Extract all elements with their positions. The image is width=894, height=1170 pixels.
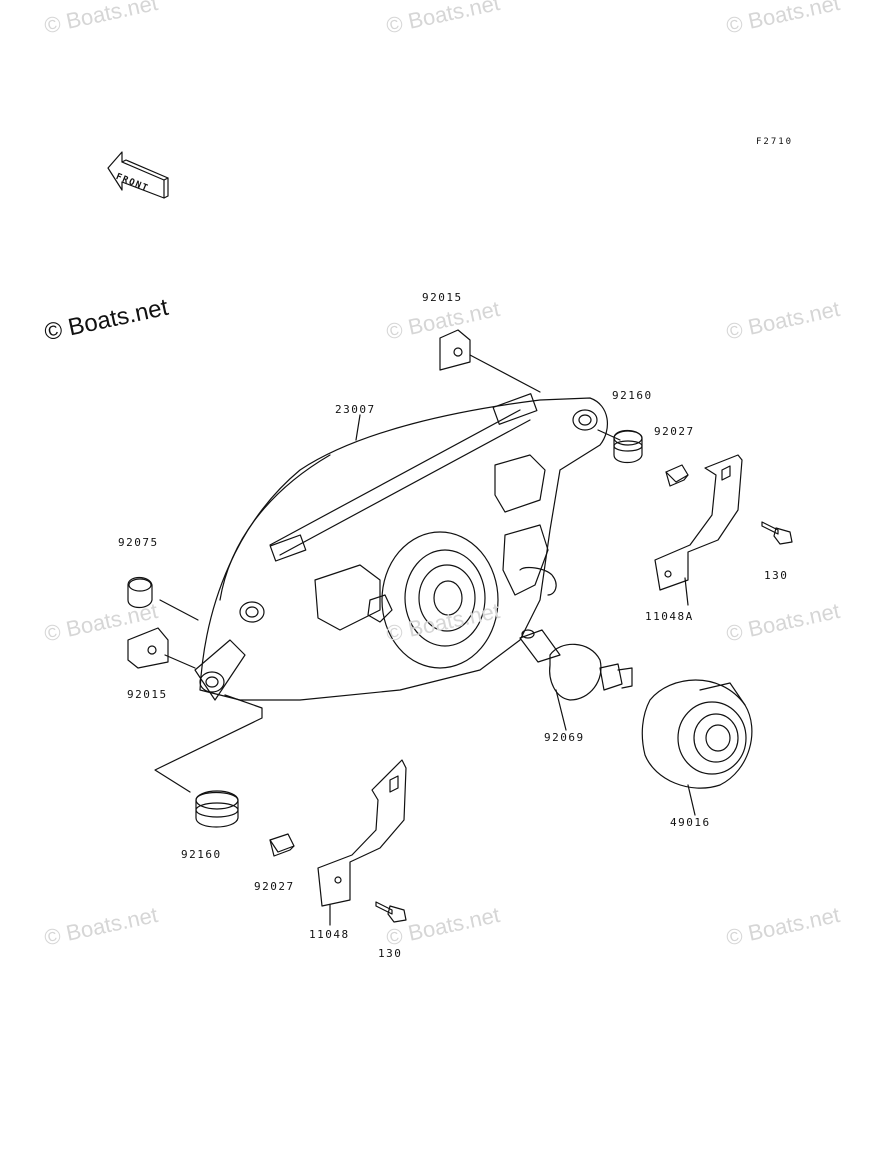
collar-top [665,464,689,487]
part-label-92027-top: 92027 [654,425,695,438]
bulb [519,629,633,701]
front-arrow-icon [107,151,169,199]
clip-left [127,627,169,669]
part-label-92160-top: 92160 [612,389,653,402]
bracket-left [317,759,407,907]
bolt-right [761,521,793,545]
leader-lines [154,354,696,926]
part-label-23007: 23007 [335,403,376,416]
grommet-top [613,429,643,464]
part-label-92015-left: 92015 [127,688,168,701]
damper [127,576,153,609]
collar-bottom [269,833,295,857]
grommet-bottom [195,790,239,828]
bulb-cover [641,679,753,789]
part-label-92160-bottom: 92160 [181,848,222,861]
part-label-49016: 49016 [670,816,711,829]
part-label-11048: 11048 [309,928,350,941]
part-label-92075: 92075 [118,536,159,549]
part-label-92027-bottom: 92027 [254,880,295,893]
bracket-right [654,454,743,591]
part-label-130-bottom: 130 [378,947,403,960]
headlight-assembly [194,393,608,701]
clip-top [439,329,471,371]
figure-code: F2710 [756,137,794,147]
part-label-92015-top: 92015 [422,291,463,304]
bolt-bottom [375,901,407,923]
part-label-11048A: 11048A [645,610,694,623]
part-label-92069: 92069 [544,731,585,744]
part-label-130-right: 130 [764,569,789,582]
